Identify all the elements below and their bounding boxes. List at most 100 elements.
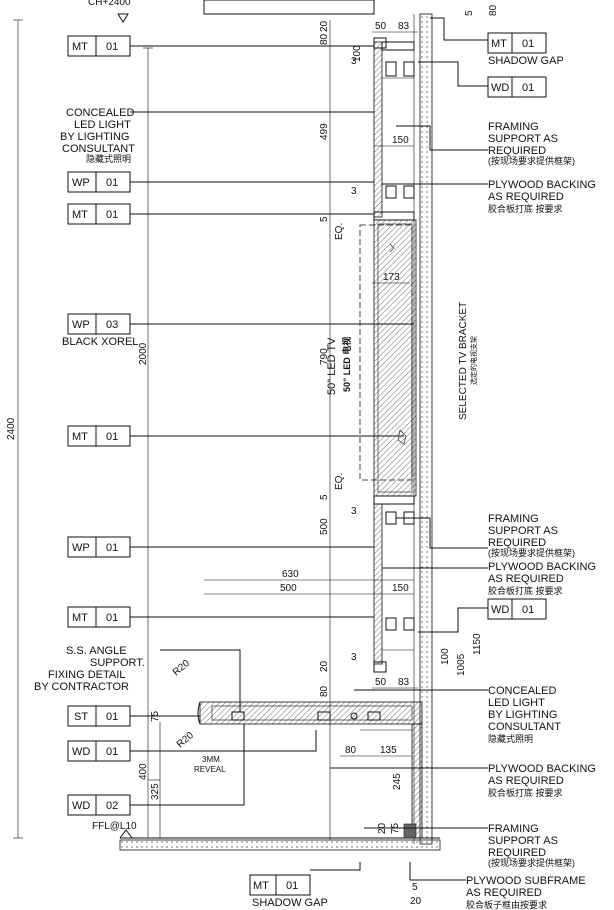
note-black-xorel: BLACK XOREL <box>62 336 138 348</box>
reveal-label-2: REVEAL <box>194 765 226 774</box>
svg-text:(按现场要求提供框架): (按现场要求提供框架) <box>488 857 575 868</box>
svg-text:02: 02 <box>106 800 118 812</box>
svg-text:WP: WP <box>72 542 90 554</box>
svg-text:01: 01 <box>106 746 118 758</box>
level-marker-top <box>117 13 129 23</box>
svg-text:FRAMING: FRAMING <box>488 513 539 525</box>
tag-mt-4: MT 01 <box>67 606 131 628</box>
stone-top <box>199 701 423 725</box>
r20-b: R20 <box>175 730 196 751</box>
svg-text:01: 01 <box>286 880 298 892</box>
svg-text:01: 01 <box>106 711 118 723</box>
note-framing-2: FRAMING SUPPORT AS REQUIRED (按现场要求提供框架) <box>488 513 575 558</box>
svg-text:胶合板子框由按要求: 胶合板子框由按要求 <box>466 899 547 910</box>
dim-173: 173 <box>383 272 400 283</box>
svg-text:03: 03 <box>106 319 118 331</box>
svg-text:01: 01 <box>106 177 118 189</box>
svg-text:(按现场要求提供框架): (按现场要求提供框架) <box>488 547 575 558</box>
tv-panel-outer <box>373 219 417 497</box>
dim-3-d: 3 <box>351 652 357 663</box>
svg-text:BY LIGHTING: BY LIGHTING <box>60 131 129 143</box>
svg-text:01: 01 <box>106 431 118 443</box>
svg-text:SUPPORT AS: SUPPORT AS <box>488 835 558 847</box>
reveal-label-1: 3MM <box>202 755 220 764</box>
svg-text:150: 150 <box>392 135 409 146</box>
svg-text:MT: MT <box>72 431 88 443</box>
svg-text:PLYWOOD BACKING: PLYWOOD BACKING <box>488 763 596 775</box>
svg-text:CONCEALED: CONCEALED <box>488 685 557 697</box>
led-light-icon <box>350 712 358 720</box>
dim-20-mid: 20 <box>319 660 330 672</box>
dim-80-135: 80 135 <box>340 745 412 757</box>
top-level-text: CH+2400 <box>88 0 131 8</box>
svg-text:SUPPORT.: SUPPORT. <box>90 657 145 669</box>
dim-2400: 2400 <box>6 19 23 839</box>
dim-5-b: 5 <box>319 494 330 500</box>
note-plywood-1: PLYWOOD BACKING AS REQUIRED 胶合板打底 按要求 <box>488 179 596 214</box>
dim-50-83-mid: 50 83 <box>372 677 418 689</box>
note-plywood-2: PLYWOOD BACKING AS REQUIRED 胶合板打底 按要求 <box>488 561 596 596</box>
svg-text:MT: MT <box>72 612 88 624</box>
dim-3-b: 3 <box>351 186 357 197</box>
svg-text:135: 135 <box>380 745 397 756</box>
dim-5-bottom: 5 <box>412 882 418 893</box>
svg-text:MT: MT <box>72 209 88 221</box>
tv-title-cn: 50" LED 电视 <box>341 337 352 392</box>
svg-text:500: 500 <box>280 583 297 594</box>
dim-20-topright: 80 <box>488 4 499 16</box>
svg-text:2400: 2400 <box>6 417 17 440</box>
svg-text:AS REQUIRED: AS REQUIRED <box>488 775 564 787</box>
note-concealed-led-2: CONCEALED LED LIGHT BY LIGHTING CONSULTA… <box>488 685 561 744</box>
svg-text:FIXING DETAIL: FIXING DETAIL <box>48 669 125 681</box>
svg-text:150: 150 <box>392 583 409 594</box>
dim-150-upper: 150 <box>374 135 414 147</box>
bracket-label-cn: 选定的电视支架 <box>469 336 478 385</box>
dim-325: 325 <box>150 783 161 800</box>
dim-245: 245 <box>392 773 403 790</box>
svg-text:隐藏式照明: 隐藏式照明 <box>86 153 131 164</box>
dim-80-mid: 80 <box>319 685 330 697</box>
note-ss-angle: S.S. ANGLE SUPPORT. FIXING DETAIL BY CON… <box>34 645 145 693</box>
svg-text:WP: WP <box>72 177 90 189</box>
tv-outline <box>359 224 413 481</box>
tag-mt-top: MT 01 <box>67 35 131 57</box>
svg-text:CONSULTANT: CONSULTANT <box>488 721 561 733</box>
eq-top: EQ. <box>334 223 345 240</box>
svg-text:WD: WD <box>491 604 509 616</box>
svg-text:MT: MT <box>72 41 88 53</box>
svg-text:REQUIRED: REQUIRED <box>488 537 546 549</box>
dim-3-a: 3 <box>351 56 357 67</box>
dim-499: 499 <box>319 123 330 140</box>
svg-text:FRAMING: FRAMING <box>488 823 539 835</box>
svg-text:80: 80 <box>345 745 357 756</box>
tv-title: 50" LED TV <box>326 337 338 395</box>
svg-text:胶合板打底 按要求: 胶合板打底 按要求 <box>488 203 563 214</box>
svg-text:AS REQUIRED: AS REQUIRED <box>466 887 542 899</box>
svg-text:WP: WP <box>72 319 90 331</box>
upper-cap <box>381 41 415 51</box>
svg-text:01: 01 <box>106 612 118 624</box>
svg-text:BY CONTRACTOR: BY CONTRACTOR <box>34 681 129 693</box>
dim-500-h: 500 <box>204 583 374 595</box>
svg-text:01: 01 <box>106 41 118 53</box>
svg-text:CONCEALED: CONCEALED <box>66 107 135 119</box>
svg-text:隐藏式照明: 隐藏式照明 <box>488 733 533 744</box>
svg-text:CONSULTANT: CONSULTANT <box>62 143 135 155</box>
svg-text:01: 01 <box>106 209 118 221</box>
svg-text:83: 83 <box>398 21 410 32</box>
panel-lower <box>373 503 383 665</box>
eq-bottom: EQ. <box>334 473 345 490</box>
tag-mt-3: MT 01 <box>67 425 131 447</box>
svg-text:LED LIGHT: LED LIGHT <box>74 119 131 131</box>
svg-text:REQUIRED: REQUIRED <box>488 145 546 157</box>
note-framing-3: FRAMING SUPPORT AS REQUIRED (按现场要求提供框架) <box>488 823 575 868</box>
svg-text:83: 83 <box>398 677 410 688</box>
tv-bracket-icon <box>397 429 407 445</box>
cabinet-side <box>411 723 423 839</box>
svg-text:WD: WD <box>72 746 90 758</box>
bracket-label: SELECTED TV BRACKET <box>458 302 469 420</box>
svg-text:50: 50 <box>375 21 387 32</box>
